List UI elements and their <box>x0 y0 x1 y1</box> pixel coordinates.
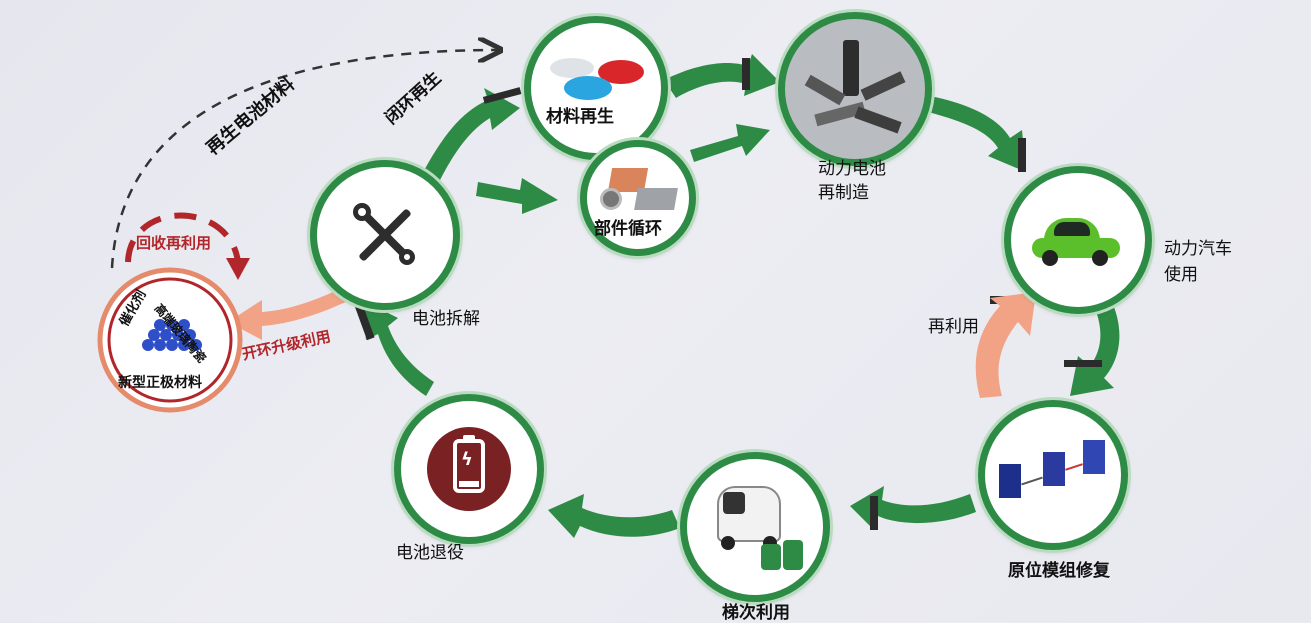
recover-reuse-label: 回收再利用 <box>136 234 212 252</box>
arrow-reman-to-ev <box>928 96 1026 172</box>
recycled-material-dashed-arrow <box>110 50 498 269</box>
arrow-cascade-to-retire <box>548 494 680 538</box>
arrow-dismantle-to-cathode <box>228 288 350 340</box>
arrow-repair-to-ev-reuse <box>975 292 1036 398</box>
cascade-use-label: 梯次利用 <box>722 603 790 623</box>
node-battery-dismantle <box>310 160 460 310</box>
arrow-retire-to-dismantle <box>362 300 434 396</box>
arrow-repair-to-cascade <box>850 486 976 530</box>
ev-use-label-2: 使用 <box>1164 265 1198 285</box>
recover-reuse-dashed-arrow <box>125 212 241 263</box>
green-flow-arrows <box>362 54 1120 538</box>
reuse-label: 再利用 <box>928 317 979 337</box>
salmon-arrows <box>228 288 1036 398</box>
arrow-part-to-reman <box>690 124 770 162</box>
material-regen-label: 材料再生 <box>546 107 614 127</box>
recover-reuse-arrowhead <box>226 258 250 280</box>
node-ev-use <box>1004 166 1152 314</box>
node-part-cycle <box>580 140 696 256</box>
part-cycle-label: 部件循环 <box>594 219 662 239</box>
node-cascade-use <box>680 452 830 602</box>
arrow-dismantle-to-material <box>420 88 520 184</box>
arrow-ev-to-repair <box>1070 298 1120 396</box>
arrow-material-to-reman <box>664 54 780 98</box>
ev-use-label-1: 动力汽车 <box>1164 239 1232 259</box>
node-material-regen <box>524 16 668 160</box>
cathode-spheres-icon <box>142 319 202 351</box>
wrench-screwdriver-icon <box>353 203 417 267</box>
battery-retire-label: 电池退役 <box>396 543 464 563</box>
low-battery-icon: ϟ <box>427 427 511 511</box>
node-module-repair <box>978 400 1128 550</box>
node-battery-retire: ϟ <box>394 394 544 544</box>
node-battery-reman <box>778 12 932 166</box>
module-repair-label: 原位模组修复 <box>1008 561 1110 581</box>
copper-foil-icon <box>596 167 680 212</box>
module-injection-icon <box>995 440 1111 510</box>
cathode-circle <box>97 267 243 413</box>
arrow-dismantle-to-part <box>476 178 558 214</box>
mini-ev-icon <box>705 482 805 572</box>
material-powders-icon <box>546 54 646 102</box>
green-car-icon <box>1028 212 1128 268</box>
battery-dismantle-label: 电池拆解 <box>412 309 480 329</box>
battery-reman-label-1: 动力电池 <box>818 159 886 179</box>
battery-cells-icon <box>795 34 915 144</box>
cathode-label: 新型正极材料 <box>118 375 202 391</box>
battery-reman-label-2: 再制造 <box>818 183 869 203</box>
